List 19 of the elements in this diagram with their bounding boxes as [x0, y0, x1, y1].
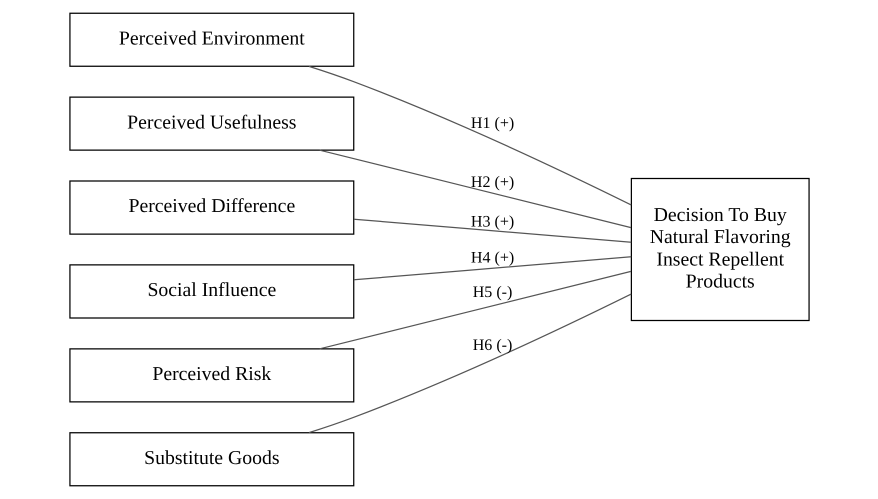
connector: [353, 218, 631, 243]
node-box: Perceived Risk: [68, 348, 354, 402]
connector: [319, 270, 631, 350]
node-box: Substitute Goods: [68, 432, 354, 486]
connector: [308, 294, 631, 434]
edge-label: H3 (+): [470, 214, 514, 231]
edge-label: H4 (+): [470, 249, 514, 266]
edge-label: H2 (+): [470, 174, 514, 192]
connector: [353, 256, 631, 280]
node-box: Perceived Usefulness: [68, 96, 354, 151]
connector: [308, 66, 631, 206]
edge-label: H6 (-): [472, 336, 512, 354]
node-box: Perceived Environment: [68, 12, 354, 67]
node-box: Decision To Buy Natural Flavoring Insect Repellent Products: [630, 178, 810, 322]
connector: [319, 150, 631, 228]
edge-label: H5 (-): [472, 284, 512, 301]
edge-label: H1 (+): [470, 114, 514, 132]
node-box: Perceived Difference: [68, 180, 354, 235]
node-box: Social Influence: [68, 264, 354, 319]
